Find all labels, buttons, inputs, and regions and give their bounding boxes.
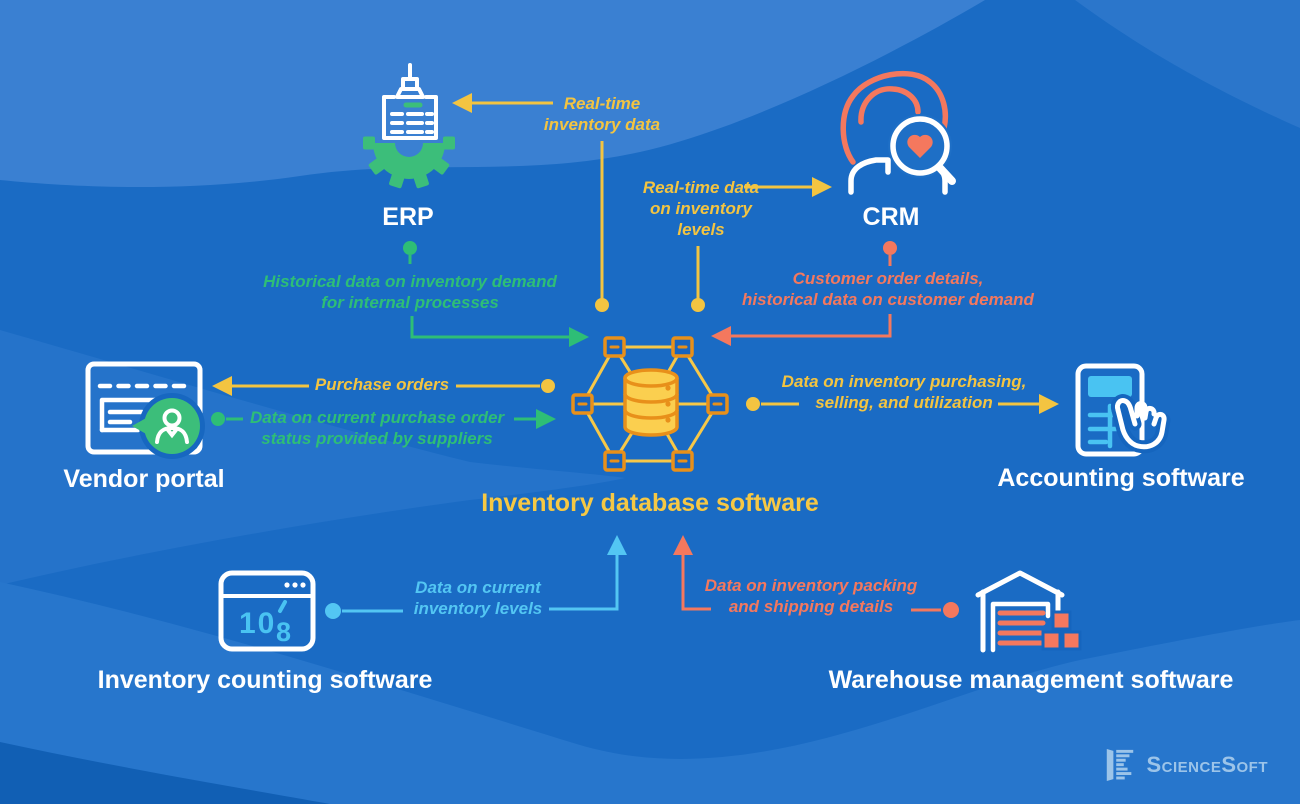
- connector-crm-to-center: [711, 241, 897, 346]
- warehouse-door-frame: [990, 601, 1051, 653]
- label-line: Real-time data: [642, 178, 760, 197]
- arrowhead-left: [212, 376, 232, 396]
- label-line: and shipping details: [728, 597, 894, 616]
- connector-erp-to-center: [403, 241, 589, 347]
- arrowhead-right: [1039, 394, 1059, 414]
- database-cylinder-icon: [623, 368, 679, 437]
- label-line: levels: [677, 220, 725, 239]
- sciencesoft-logo-text: ScienceSoft: [1146, 752, 1268, 777]
- connector-counting-to-center: [325, 535, 627, 619]
- counter-right-digit: 8: [276, 617, 291, 647]
- node-label-vendor-portal: Vendor portal: [63, 465, 225, 493]
- label-line: Data on inventory packing: [704, 576, 918, 595]
- label-realtime-inventory-data: Real-time inventory data: [544, 93, 660, 135]
- node-label-accounting: Accounting software: [997, 464, 1245, 492]
- connector-vendor-to-center: [211, 409, 556, 429]
- label-current-inventory-levels: Data on current inventory levels: [414, 577, 543, 619]
- connector-center-to-vendor: [212, 376, 555, 396]
- arrowhead-right: [536, 409, 556, 429]
- node-label-inventory-database: Inventory database software: [481, 489, 819, 517]
- label-realtime-data-on-inventory-levels: Real-time data on inventory levels: [643, 177, 759, 240]
- arrowhead-right: [569, 327, 589, 347]
- person-icon: [155, 408, 189, 444]
- magnifier-handle: [936, 164, 956, 185]
- label-packing-shipping-details: Data on inventory packing and shipping d…: [705, 575, 918, 617]
- speech-tail: [132, 417, 148, 435]
- accounting-icon: [1075, 363, 1171, 457]
- label-line: inventory levels: [413, 599, 543, 618]
- label-line: Data on current purchase order: [249, 408, 505, 427]
- label-line: Real-time: [563, 94, 641, 113]
- sciencesoft-logo: ScienceSoft: [1103, 748, 1268, 782]
- sciencesoft-logo-icon: [1107, 748, 1134, 782]
- counter-tick: [278, 600, 287, 613]
- label-line: Purchase orders: [314, 375, 450, 394]
- calculator-body-icon: [1075, 363, 1145, 457]
- erp-building-icon: [382, 63, 438, 140]
- label-line: inventory data: [543, 115, 661, 134]
- arrowhead-left: [711, 326, 731, 346]
- warehouse-roof-icon: [975, 570, 1065, 598]
- crm-icon: [840, 70, 956, 195]
- label-line: for internal processes: [321, 293, 499, 312]
- node-label-erp: ERP: [382, 203, 434, 231]
- label-purchase-orders: Purchase orders: [315, 374, 449, 395]
- heart-icon: [907, 134, 933, 158]
- inventory-database-icon: [571, 336, 729, 472]
- connector-center-to-accounting: [746, 394, 1059, 414]
- boxes-icon: [1041, 610, 1082, 651]
- label-inventory-purchasing: Data on inventory purchasing, selling, a…: [782, 371, 1027, 413]
- connector-warehouse-to-center: [673, 535, 959, 618]
- arrowhead-left: [452, 93, 472, 113]
- warehouse-icon: [975, 570, 1082, 653]
- arrowhead-right: [812, 177, 832, 197]
- window-dots: [284, 582, 306, 588]
- arrowhead-up: [607, 535, 627, 555]
- pointing-hand-icon: [1111, 394, 1171, 454]
- label-line: historical data on customer demand: [742, 290, 1034, 309]
- inventory-counting-icon: 10 8: [218, 570, 316, 652]
- counter-number: 10 8: [239, 600, 291, 647]
- label-line: Historical data on inventory demand: [263, 272, 557, 291]
- node-label-crm: CRM: [862, 203, 920, 231]
- warehouse-shutter-lines: [997, 610, 1046, 646]
- label-line: selling, and utilization: [815, 393, 993, 412]
- counter-left-digits: 10: [239, 607, 276, 640]
- calculator-buttons: [1087, 403, 1125, 449]
- node-label-inventory-counting: Inventory counting software: [97, 666, 433, 694]
- app-window-icon: [218, 570, 316, 652]
- label-line: on inventory: [649, 199, 753, 218]
- label-line: Data on current: [415, 578, 541, 597]
- connector-center-to-crm: [691, 177, 832, 312]
- label-purchase-order-status: Data on current purchase order status pr…: [250, 407, 504, 449]
- calculator-screen: [1088, 376, 1132, 397]
- label-line: status provided by suppliers: [261, 429, 493, 448]
- label-customer-order-details: Customer order details, historical data …: [742, 268, 1034, 310]
- magnifier-icon: [890, 116, 950, 176]
- vendor-portal-icon: [85, 361, 205, 459]
- label-line: Customer order details,: [792, 269, 984, 288]
- label-line: Data on inventory purchasing,: [781, 372, 1027, 391]
- browser-window-icon: [85, 361, 203, 455]
- gear-icon: [363, 136, 455, 189]
- node-label-warehouse: Warehouse management software: [828, 666, 1234, 694]
- erp-icon: [363, 63, 455, 189]
- label-historical-data-inventory-demand: Historical data on inventory demand for …: [263, 271, 557, 313]
- arrowhead-up: [673, 535, 693, 555]
- network-nodes: [571, 336, 729, 472]
- connector-center-to-erp: [452, 93, 609, 312]
